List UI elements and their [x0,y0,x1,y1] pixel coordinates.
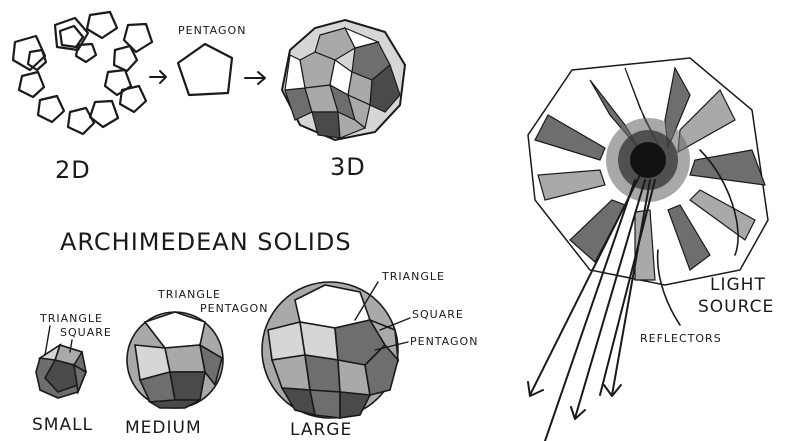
solid-3d-top [282,20,405,140]
small-triangle-label: TRIANGLE [39,312,103,325]
single-pentagon [178,44,232,95]
pentagon-label: PENTAGON [178,24,246,37]
large-pentagon-label: PENTAGON [410,335,478,348]
solid-small [36,345,86,398]
medium-triangle-label: TRIANGLE [157,288,221,301]
large-square-label: SQUARE [412,308,464,321]
label-large: LARGE [290,420,352,440]
pentagon-ring-2d [13,12,152,134]
reflector-lamp [528,58,768,285]
label-medium: MEDIUM [125,418,202,438]
solid-medium [127,312,223,408]
source-label: SOURCE [698,297,774,317]
label-2d: 2D [55,156,91,184]
heading-archimedean-solids: ARCHIMEDEAN SOLIDS [60,228,352,256]
label-3d: 3D [330,153,366,181]
arrow-2d-to-pentagon [150,71,166,83]
light-label: LIGHT [710,275,766,295]
small-square-label: SQUARE [60,326,112,339]
arrow-pentagon-to-3d [245,72,265,84]
reflectors-label: REFLECTORS [640,332,722,345]
medium-pentagon-label: PENTAGON [200,302,268,315]
large-triangle-label: TRIANGLE [381,270,445,283]
label-small: SMALL [32,415,93,435]
